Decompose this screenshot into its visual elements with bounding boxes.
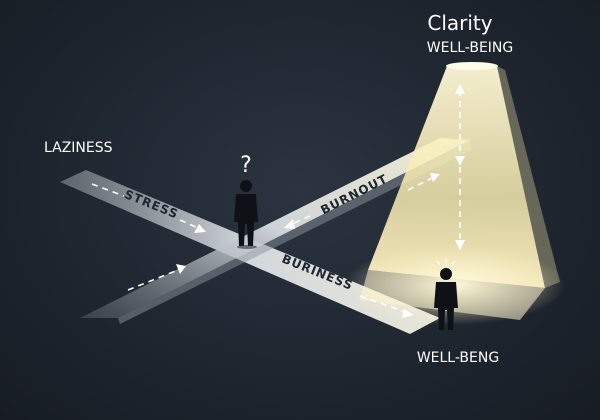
- arrowhead-up: [455, 84, 465, 94]
- arrow-stress-tail: [179, 219, 199, 229]
- person-shadow: [237, 245, 257, 249]
- road-burnout: [80, 138, 470, 318]
- light-beam: [368, 66, 545, 288]
- arrow-burnout-back: [291, 215, 311, 225]
- well-beng-bottom-label: WELL-BENG: [417, 350, 499, 366]
- arrow-bottom-left: [127, 269, 179, 291]
- well-being-top-label: WELL-BEING: [427, 40, 514, 56]
- arrow-buriness-out: [359, 295, 407, 313]
- arrowhead-burnout-back: [284, 219, 295, 229]
- person-body: [234, 194, 258, 246]
- arrow-stress-dashes: [91, 183, 125, 197]
- person-in-light: [434, 268, 458, 330]
- light-source: [446, 62, 498, 70]
- clarity-label: Clarity: [427, 11, 492, 35]
- person-light-body: [434, 282, 458, 330]
- glow-rays-icon: [436, 258, 456, 266]
- arrowhead-burnout-in: [430, 173, 440, 182]
- arrowhead-stress: [194, 224, 206, 233]
- arrowheads: [176, 84, 465, 318]
- arrowhead-down: [455, 240, 465, 250]
- person-light-head: [440, 268, 452, 280]
- arrowhead-buriness: [402, 309, 414, 318]
- light-beam-side: [497, 66, 560, 288]
- arrow-burnout-in: [407, 177, 433, 191]
- arrowhead-bottom-left: [176, 264, 186, 274]
- laziness-label: LAZINESS: [44, 140, 113, 156]
- arrowhead-down-mid: [455, 156, 465, 166]
- person-at-crossroads: [234, 180, 258, 246]
- road-burnout-edge: [118, 140, 472, 324]
- person-head: [240, 180, 252, 192]
- question-mark: ?: [240, 153, 252, 178]
- arrows: [91, 90, 461, 313]
